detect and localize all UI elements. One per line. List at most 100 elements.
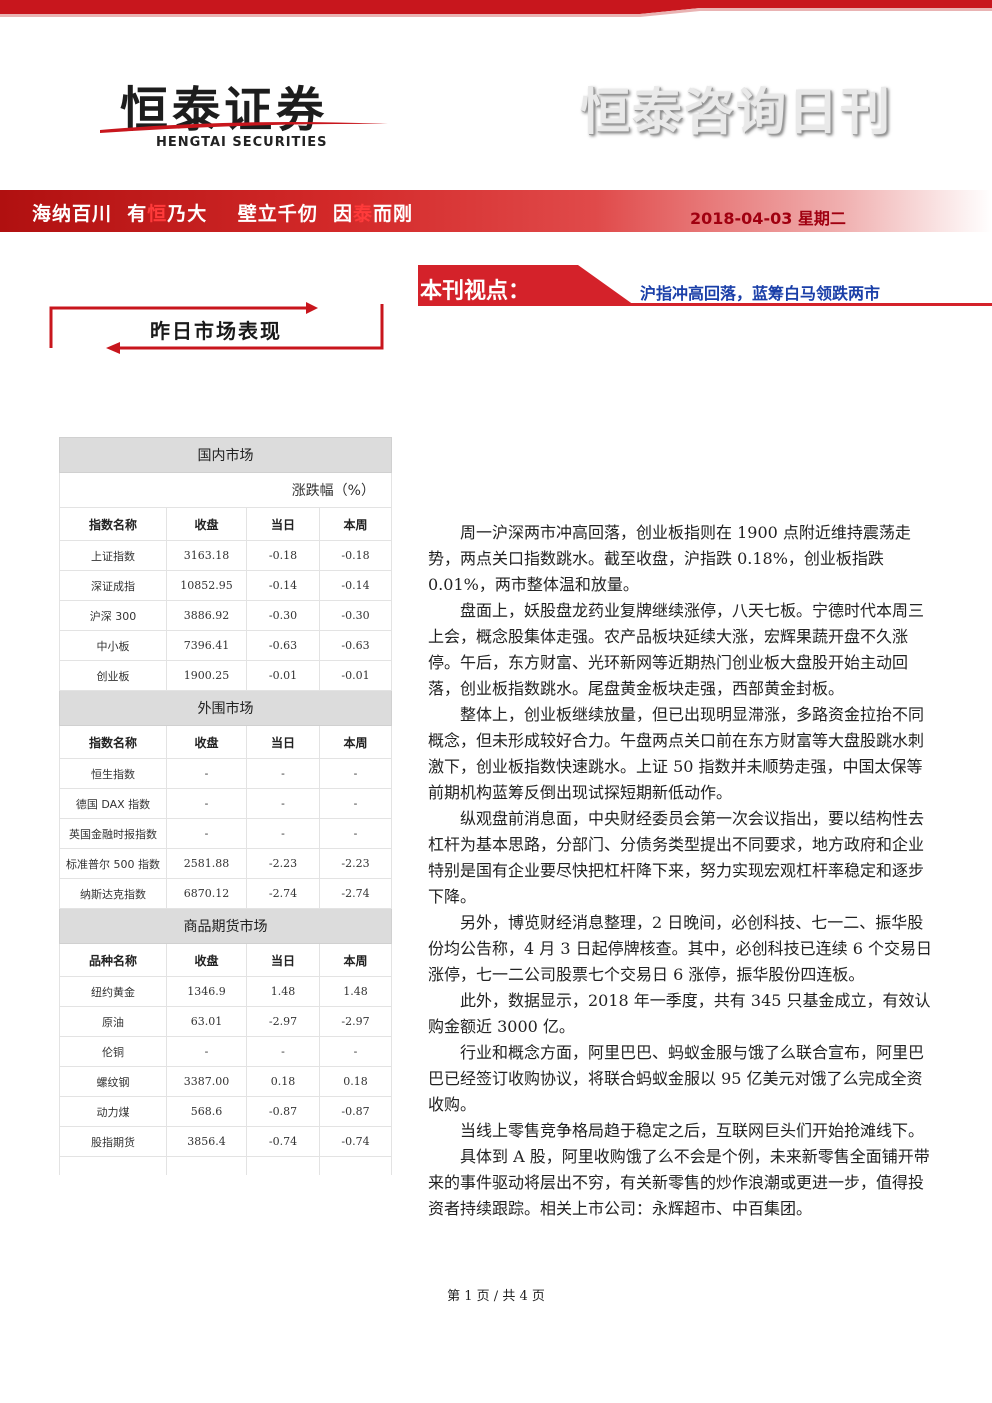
row-name: 上证指数 [59, 540, 167, 571]
row-name: 英国金融时报指数 [59, 818, 167, 849]
viewpoint-headline: 沪指冲高回落，蓝筹白马领跌两市 [640, 284, 881, 303]
row-value: 1.48 [319, 976, 392, 1007]
column-header: 收盘 [166, 943, 247, 977]
row-value: -0.01 [246, 660, 320, 691]
row-value: -0.01 [319, 660, 392, 691]
row-value: - [246, 788, 320, 819]
logo-english: HENGTAI SECURITIES [156, 135, 328, 150]
row-value: 2581.88 [166, 848, 247, 879]
page-footer: 第 1 页 / 共 4 页 [447, 1289, 545, 1304]
row-value: -2.97 [319, 1006, 392, 1037]
row-value: 0.18 [319, 1066, 392, 1097]
futures-market-title-row: 商品期货市场 [59, 908, 392, 944]
column-header: 指数名称 [59, 725, 167, 759]
row-value: - [319, 788, 392, 819]
row-value: -0.74 [319, 1126, 392, 1157]
row-name: 纽约黄金 [59, 976, 167, 1007]
article-paragraph: 具体到 A 股，阿里收购饿了么不会是个例，未来新零售全面铺开带来的事件驱动将层出… [428, 1147, 930, 1218]
domestic-market-title-row: 国内市场 [59, 437, 392, 473]
article-paragraph: 当线上零售竞争格局趋于稳定之后，互联网巨头们开始抢滩线下。 [460, 1121, 925, 1140]
table-row: 德国 DAX 指数--- [59, 788, 392, 819]
daily-title: 恒泰咨询日刊 [580, 83, 892, 141]
futures-market-header-row: 品种名称收盘当日本周 [59, 943, 392, 977]
row-value: -0.30 [246, 600, 320, 631]
row-value: -2.23 [246, 848, 320, 879]
empty-cell [246, 1156, 320, 1175]
domestic-market-title: 国内市场 [59, 437, 392, 473]
row-name: 标准普尔 500 指数 [59, 848, 167, 879]
article-paragraph: 盘面上，妖股盘龙药业复牌继续涨停，八天七板。宁德时代本周三上会，概念股集体走强。… [428, 601, 925, 698]
row-value: 1900.25 [166, 660, 247, 691]
overseas-market-title-row: 外围市场 [59, 690, 392, 726]
row-name: 伦铜 [59, 1036, 167, 1067]
row-value: 3163.18 [166, 540, 247, 571]
row-value: - [166, 818, 247, 849]
domestic-market-unit-row: 涨跌幅（%） [59, 472, 392, 508]
row-value: 3886.92 [166, 600, 247, 631]
article-paragraph: 另外，博览财经消息整理，2 日晚间，必创科技、七一二、振华股份均公告称，4 月 … [428, 913, 932, 984]
overseas-market-title: 外围市场 [59, 690, 392, 726]
row-value: - [246, 1036, 320, 1067]
empty-cell [166, 1156, 247, 1175]
column-header: 本周 [319, 725, 392, 759]
article-paragraph: 行业和概念方面，阿里巴巴、蚂蚁金服与饿了么联合宣布，阿里巴巴已经签订收购协议，将… [428, 1043, 925, 1114]
row-value: -0.63 [246, 630, 320, 661]
overseas-market-header-row: 指数名称收盘当日本周 [59, 725, 392, 759]
row-value: - [246, 818, 320, 849]
slogan-band [0, 190, 992, 232]
top-red-bar [0, 0, 992, 17]
slogan: 海纳百川 有恒乃大 壁立千仞 因泰而刚 [32, 203, 413, 225]
row-name: 股指期货 [59, 1126, 167, 1157]
change-unit-label: 涨跌幅（%） [59, 472, 392, 508]
row-value: -0.18 [246, 540, 320, 571]
row-value: 10852.95 [166, 570, 247, 601]
empty-cell [59, 1156, 167, 1175]
row-name: 沪深 300 [59, 600, 167, 631]
column-header: 当日 [246, 507, 320, 541]
column-header: 当日 [246, 725, 320, 759]
empty-cell [319, 1156, 392, 1175]
row-value: 3856.4 [166, 1126, 247, 1157]
row-value: 63.01 [166, 1006, 247, 1037]
row-value: - [319, 1036, 392, 1067]
viewpoint-label: 本刊视点： [420, 279, 531, 304]
table-row: 恒生指数--- [59, 758, 392, 789]
row-value: -0.14 [319, 570, 392, 601]
row-name: 德国 DAX 指数 [59, 788, 167, 819]
column-header: 本周 [319, 943, 392, 977]
row-value: 1.48 [246, 976, 320, 1007]
row-value: -0.87 [319, 1096, 392, 1127]
column-header: 品种名称 [59, 943, 167, 977]
row-name: 深证成指 [59, 570, 167, 601]
row-value: - [319, 818, 392, 849]
logo-swoosh [100, 122, 388, 133]
futures-market-title: 商品期货市场 [59, 908, 392, 944]
article-paragraph: 整体上，创业板继续放量，但已出现明显滞涨，多路资金拉抬不同概念，但未形成较好合力… [428, 705, 925, 802]
column-header: 收盘 [166, 507, 247, 541]
yesterday-box-title: 昨日市场表现 [150, 319, 282, 343]
table-end-row [59, 1156, 392, 1175]
row-value: -0.63 [319, 630, 392, 661]
row-value: 0.18 [246, 1066, 320, 1097]
article-paragraph: 纵观盘前消息面，中央财经委员会第一次会议指出，要以结构性去杠杆为基本思路，分部门… [428, 809, 925, 906]
row-value: - [319, 758, 392, 789]
row-value: -2.74 [246, 878, 320, 909]
column-header: 本周 [319, 507, 392, 541]
row-value: -0.87 [246, 1096, 320, 1127]
row-value: 1346.9 [166, 976, 247, 1007]
yesterday-box-frame [49, 302, 384, 354]
row-value: - [166, 758, 247, 789]
row-name: 纳斯达克指数 [59, 878, 167, 909]
row-value: -0.14 [246, 570, 320, 601]
